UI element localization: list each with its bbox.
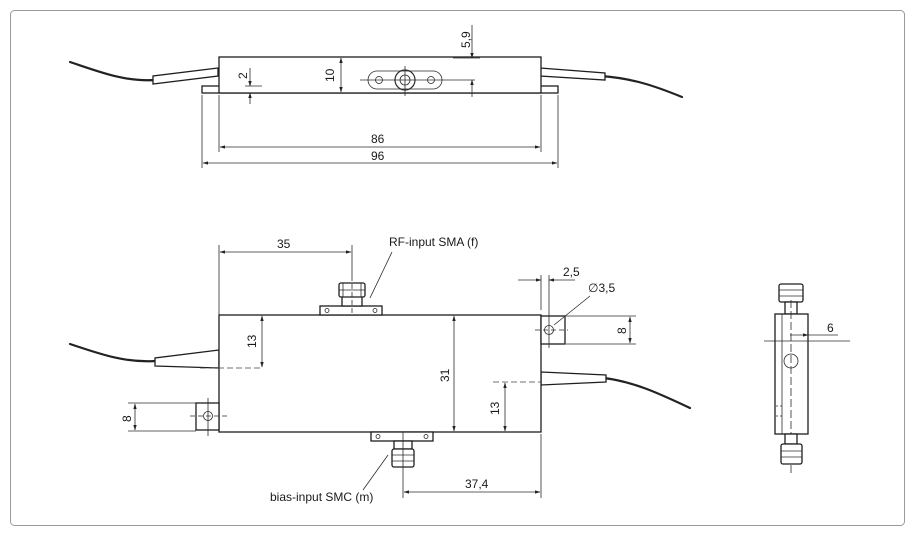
fiber-boot-top-right — [539, 67, 606, 81]
top-view: 5,9 2 10 86 96 — [68, 25, 684, 168]
dim-8-right: 8 — [615, 327, 629, 334]
side-view: 6 — [764, 283, 850, 475]
fiber-front-right — [602, 376, 692, 410]
dim-6: 6 — [827, 321, 834, 335]
drawing-frame — [10, 10, 905, 526]
dim-31: 31 — [438, 368, 452, 382]
fiber-boot-top-left — [152, 67, 219, 85]
dim-37-4: 37,4 — [465, 477, 489, 491]
front-view: 35 RF-input SMA (f) bias-input SMC (m) 2… — [68, 235, 692, 504]
dim-13-left: 13 — [245, 334, 259, 348]
dim-2-5: 2,5 — [563, 265, 580, 279]
label-rf-input: RF-input SMA (f) — [389, 235, 478, 249]
fiber-top-left — [68, 60, 157, 82]
dim-35: 35 — [277, 237, 291, 251]
fiber-boot-front-right — [540, 371, 607, 386]
mounting-lug-left — [195, 402, 220, 431]
dim-10: 10 — [323, 68, 337, 82]
dim-13-right: 13 — [488, 401, 502, 415]
dim-hole-diameter: ∅3,5 — [588, 281, 615, 295]
side-connector-top-nut — [778, 283, 804, 303]
dim-86: 86 — [371, 132, 385, 146]
side-connector-bottom-nut — [780, 443, 803, 465]
label-bias-input: bias-input SMC (m) — [270, 490, 373, 504]
modulator-body-top — [218, 56, 542, 94]
dim-8-left: 8 — [120, 415, 134, 422]
dim-96: 96 — [371, 149, 385, 163]
side-body — [774, 313, 809, 435]
dim-2: 2 — [236, 72, 250, 79]
dim-5-9: 5,9 — [459, 31, 473, 48]
fiber-front-left — [68, 342, 157, 363]
fiber-boot-front-left — [154, 349, 220, 369]
fiber-top-right — [598, 74, 684, 99]
